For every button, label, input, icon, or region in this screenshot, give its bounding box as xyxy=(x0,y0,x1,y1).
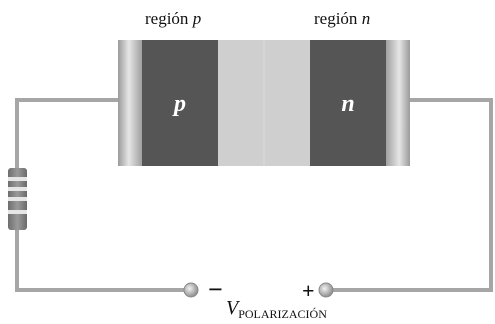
plus-sign: + xyxy=(302,278,315,303)
circuit-wire xyxy=(15,98,493,292)
left-end-cap xyxy=(118,40,142,166)
resistor xyxy=(8,168,27,230)
diode-body xyxy=(118,40,410,166)
minus-sign: − xyxy=(208,275,223,304)
resistor-band xyxy=(8,210,27,214)
region-p-label: región p xyxy=(145,9,201,28)
n-region xyxy=(310,40,386,166)
resistor-band xyxy=(8,177,27,181)
region-n-label: región n xyxy=(314,9,370,28)
resistor-band xyxy=(8,197,27,201)
resistor-band xyxy=(8,187,27,191)
right-end-cap xyxy=(386,40,410,166)
p-region xyxy=(142,40,218,166)
bias-voltage-label: VPOLARIZACIÓN xyxy=(226,297,327,321)
negative-terminal xyxy=(183,282,199,298)
n-region-letter: n xyxy=(341,91,354,117)
p-region-letter: p xyxy=(172,91,186,117)
positive-terminal xyxy=(318,282,334,298)
